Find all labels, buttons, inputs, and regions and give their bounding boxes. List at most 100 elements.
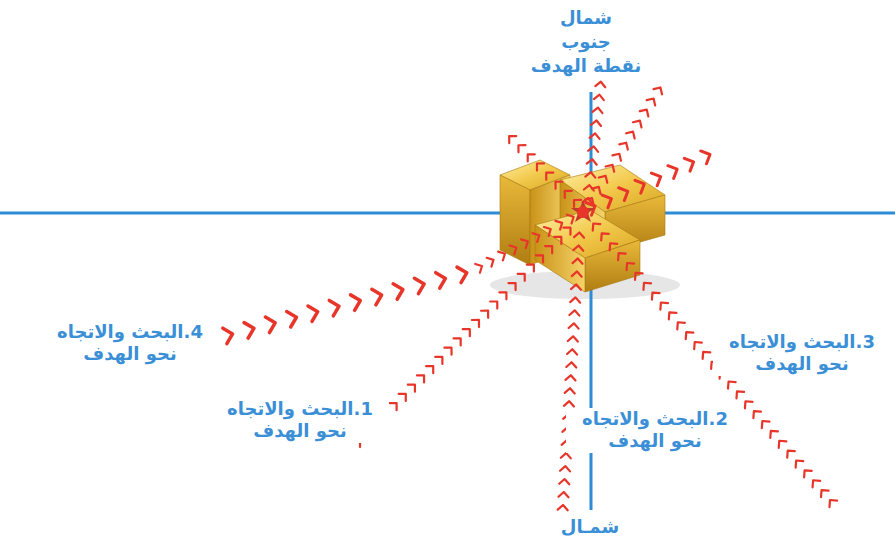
- chevron: [753, 411, 761, 418]
- chevron: [490, 301, 497, 308]
- step-label: 3.البحث والاتجاه نحو الهدف: [713, 331, 891, 376]
- chevron: [554, 237, 561, 244]
- chevron: [654, 87, 663, 94]
- chevron: [633, 121, 642, 128]
- chevron: [546, 173, 553, 180]
- gold-bars: [500, 160, 665, 292]
- chevron: [703, 352, 711, 359]
- chevron: [660, 302, 668, 309]
- chevron: [521, 239, 528, 248]
- chevron: [602, 195, 611, 208]
- chevron: [668, 166, 677, 179]
- chevron: [627, 263, 635, 270]
- chevron: [265, 317, 275, 332]
- chevron: [559, 479, 569, 484]
- chevron: [426, 366, 433, 373]
- chevron: [463, 329, 470, 336]
- chevron: [590, 133, 600, 139]
- chevron: [694, 342, 702, 349]
- target-label: نقطة الهدف: [528, 55, 645, 78]
- chevron: [372, 289, 382, 304]
- chevron: [587, 159, 597, 165]
- chevron: [487, 258, 494, 267]
- chevron: [536, 255, 543, 262]
- chevron: [308, 306, 318, 321]
- chevron: [619, 143, 628, 150]
- chevron: [588, 146, 598, 152]
- step-label: 4.البحث والاتجاه نحو الهدف: [41, 321, 219, 366]
- chevron: [585, 172, 595, 178]
- compass-label: شمـال: [558, 516, 622, 539]
- chevron: [544, 227, 551, 236]
- chevron: [635, 180, 644, 193]
- chevron: [669, 312, 677, 319]
- chevron: [545, 246, 552, 253]
- chevron: [618, 253, 626, 260]
- chevron: [564, 401, 574, 406]
- chevron: [684, 158, 693, 171]
- chevron: [518, 145, 525, 152]
- chevron: [635, 273, 643, 280]
- chevron: [574, 200, 581, 207]
- chevron: [329, 300, 339, 315]
- chevron: [563, 228, 570, 235]
- chevron: [570, 297, 580, 302]
- chevron: [593, 223, 601, 230]
- chevron: [762, 421, 770, 428]
- compass-label: جنوب: [558, 31, 614, 54]
- chevron: [499, 292, 506, 299]
- chevron: [475, 264, 482, 273]
- step-label: 2.البحث والاتجاه نحو الهدف: [566, 408, 744, 453]
- chevron: [592, 108, 602, 114]
- chevron: [568, 336, 578, 341]
- chevron: [647, 99, 656, 106]
- chevron: [572, 271, 582, 276]
- chevron: [537, 163, 544, 170]
- chevron: [472, 320, 479, 327]
- chevron: [436, 273, 446, 288]
- arrow-chain: [180, 69, 837, 511]
- chevron: [594, 95, 604, 101]
- chevron: [567, 215, 574, 224]
- chevron: [736, 391, 744, 398]
- chevron: [509, 136, 516, 143]
- chevron: [626, 132, 635, 139]
- chevron: [565, 191, 572, 198]
- chevron: [518, 274, 525, 281]
- chevron: [287, 312, 297, 327]
- chevron: [414, 278, 424, 293]
- chevron: [787, 451, 795, 458]
- chevron: [393, 284, 403, 299]
- chevron: [770, 431, 778, 438]
- chevron: [508, 283, 515, 290]
- chevron: [640, 110, 649, 117]
- chevron: [796, 460, 804, 467]
- chevron: [652, 293, 660, 300]
- chevron: [829, 500, 837, 507]
- chevron: [677, 322, 685, 329]
- chevron: [223, 328, 233, 343]
- chevron: [566, 362, 576, 367]
- axis-line: [0, 212, 895, 215]
- chevron: [555, 182, 562, 189]
- chevron: [566, 375, 576, 380]
- chevron: [558, 505, 568, 510]
- chevron: [558, 492, 568, 497]
- chevron: [651, 173, 660, 186]
- compass-label: شمال: [557, 7, 615, 30]
- chevron: [601, 233, 609, 240]
- chevron: [584, 185, 594, 191]
- chevron: [444, 348, 451, 355]
- chevron: [527, 265, 534, 272]
- chevron: [567, 349, 577, 354]
- chevron: [454, 338, 461, 345]
- chevron: [481, 311, 488, 318]
- chevron: [686, 332, 694, 339]
- chevron: [569, 310, 579, 315]
- chevron: [728, 381, 736, 388]
- chevron: [612, 154, 621, 161]
- chevron: [571, 284, 581, 289]
- chevron: [498, 252, 505, 261]
